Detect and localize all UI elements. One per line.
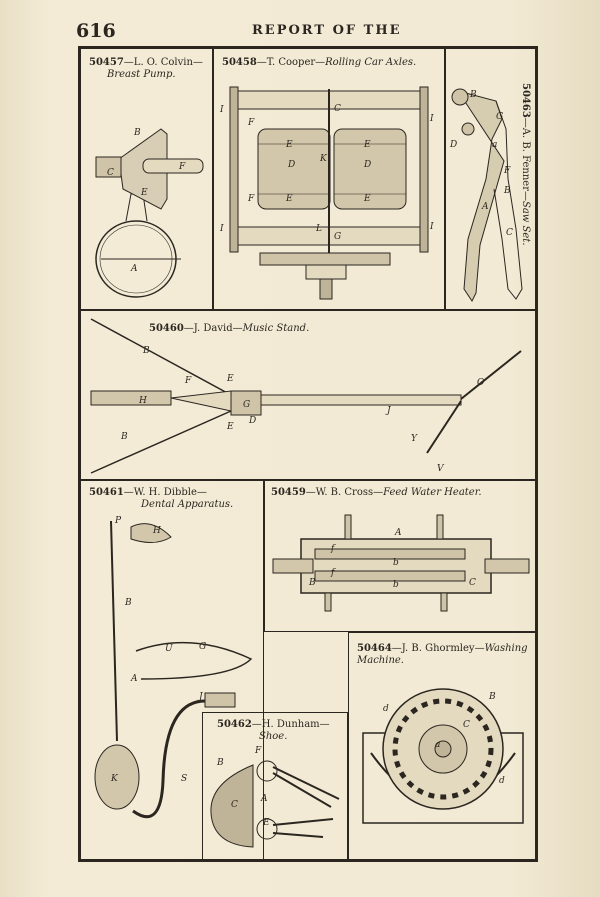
svg-text:F: F — [503, 166, 511, 176]
svg-text:O: O — [477, 378, 485, 388]
svg-text:J: J — [385, 406, 392, 416]
feed-water-heater-drawing: A b b f f B C — [272, 514, 530, 612]
svg-text:F: F — [178, 162, 186, 172]
svg-text:I: I — [429, 114, 434, 124]
svg-text:S: S — [181, 774, 187, 784]
svg-text:I: I — [429, 222, 434, 232]
svg-text:B: B — [503, 186, 511, 196]
panel-music-stand: 50460—J. David—Music Stand. B H B F E G … — [80, 310, 536, 480]
caption-breast-pump: 50457—L. O. Colvin— Breast Pump. — [89, 57, 203, 80]
svg-text:E: E — [226, 374, 234, 384]
svg-text:B: B — [120, 432, 128, 442]
svg-text:P: P — [114, 516, 122, 526]
panel-rolling-car-axles: 50458—T. Cooper—Rolling Car Axles. I F — [213, 48, 445, 310]
svg-text:J: J — [197, 692, 204, 702]
svg-text:H: H — [152, 526, 161, 536]
svg-text:Y: Y — [411, 434, 418, 444]
svg-text:C: C — [506, 228, 513, 238]
svg-text:d: d — [383, 704, 389, 714]
panel-saw-set: 50463—A. B. Fenner—Saw Set. B D G a F B … — [445, 48, 536, 310]
svg-text:C: C — [107, 168, 114, 178]
svg-text:H: H — [138, 396, 147, 406]
svg-text:G: G — [334, 232, 341, 242]
svg-text:E: E — [363, 140, 371, 150]
svg-text:V: V — [437, 464, 445, 474]
svg-text:d: d — [499, 776, 505, 786]
svg-text:a: a — [435, 740, 440, 750]
svg-text:F: F — [247, 194, 255, 204]
panel-washing-machine: 50464—J. B. Ghormley—Washing Machine. B … — [348, 632, 536, 860]
svg-text:F: F — [254, 746, 262, 756]
page-number: 616 — [76, 20, 116, 42]
svg-text:D: D — [248, 416, 256, 426]
svg-text:G: G — [496, 112, 503, 122]
svg-text:F: F — [184, 376, 192, 386]
svg-text:E: E — [285, 140, 293, 150]
svg-text:E: E — [363, 194, 371, 204]
svg-text:D: D — [363, 160, 371, 170]
svg-text:B: B — [469, 90, 477, 100]
car-axles-drawing: I F E D K D E F E E I L C G I I — [219, 86, 434, 300]
svg-text:E: E — [262, 818, 270, 828]
figure-frame: 50457—L. O. Colvin— Breast Pump. B C F E… — [78, 46, 538, 862]
svg-text:I: I — [219, 105, 224, 115]
svg-text:a: a — [492, 140, 497, 150]
caption-saw-set: 50463—A. B. Fenner—Saw Set. — [520, 83, 531, 246]
svg-text:F: F — [247, 118, 255, 128]
svg-text:C: C — [469, 578, 476, 588]
shoe-drawing: B F C A E — [210, 746, 340, 848]
svg-text:E: E — [140, 188, 148, 198]
svg-text:B: B — [308, 578, 316, 588]
svg-text:K: K — [110, 774, 119, 784]
svg-text:U: U — [165, 644, 173, 654]
panel-breast-pump: 50457—L. O. Colvin— Breast Pump. B C F E… — [80, 48, 213, 310]
svg-text:b: b — [393, 558, 399, 568]
svg-text:L: L — [315, 224, 322, 234]
caption-dental-apparatus: 50461—W. H. Dibble— Dental Apparatus. — [89, 487, 234, 510]
svg-text:B: B — [216, 758, 224, 768]
panel-shoe: 50462—H. Dunham— Shoe. B F C A E — [202, 712, 348, 860]
caption-feed-water-heater: 50459—W. B. Cross—Feed Water Heater. — [271, 487, 482, 498]
svg-text:B: B — [124, 598, 132, 608]
svg-text:A: A — [130, 264, 138, 274]
svg-text:C: C — [463, 720, 470, 730]
caption-music-stand: 50460—J. David—Music Stand. — [149, 323, 310, 334]
svg-text:B: B — [488, 692, 496, 702]
svg-text:I: I — [219, 224, 224, 234]
svg-text:f: f — [330, 568, 336, 578]
caption-rolling-car-axles: 50458—T. Cooper—Rolling Car Axles. — [222, 57, 417, 68]
svg-text:f: f — [330, 544, 336, 554]
page-title: REPORT OF THE — [252, 23, 402, 38]
svg-text:E: E — [226, 422, 234, 432]
svg-text:B: B — [133, 128, 141, 138]
svg-text:D: D — [287, 160, 295, 170]
svg-text:b: b — [393, 580, 399, 590]
svg-text:E: E — [285, 194, 293, 204]
svg-text:A: A — [260, 794, 268, 804]
caption-shoe: 50462—H. Dunham— Shoe. — [217, 719, 330, 742]
svg-text:C: C — [334, 104, 341, 114]
svg-text:B: B — [142, 346, 150, 356]
svg-text:A: A — [481, 202, 489, 212]
music-stand-drawing: B H B F E G D E J O Y V — [90, 318, 522, 474]
dental-apparatus-drawing: P H B U G A J S K — [94, 516, 253, 819]
svg-text:G: G — [243, 400, 250, 410]
panel-dental-apparatus: 50461—W. H. Dibble— Dental Apparatus. P … — [80, 480, 264, 860]
caption-washing-machine: 50464—J. B. Ghormley—Washing Machine. — [357, 643, 528, 666]
svg-text:K: K — [319, 154, 328, 164]
svg-text:A: A — [394, 528, 402, 538]
svg-text:D: D — [449, 140, 457, 150]
breast-pump-drawing: B C F E A — [95, 128, 204, 298]
page-header: 616 REPORT OF THE — [76, 20, 538, 42]
saw-set-drawing: B D G a F B A C — [449, 88, 523, 302]
svg-text:A: A — [130, 674, 138, 684]
washing-machine-drawing: B d C a d — [362, 688, 524, 824]
panel-feed-water-heater: 50459—W. B. Cross—Feed Water Heater. A b… — [264, 480, 536, 632]
svg-text:G: G — [199, 642, 206, 652]
svg-text:C: C — [231, 800, 238, 810]
